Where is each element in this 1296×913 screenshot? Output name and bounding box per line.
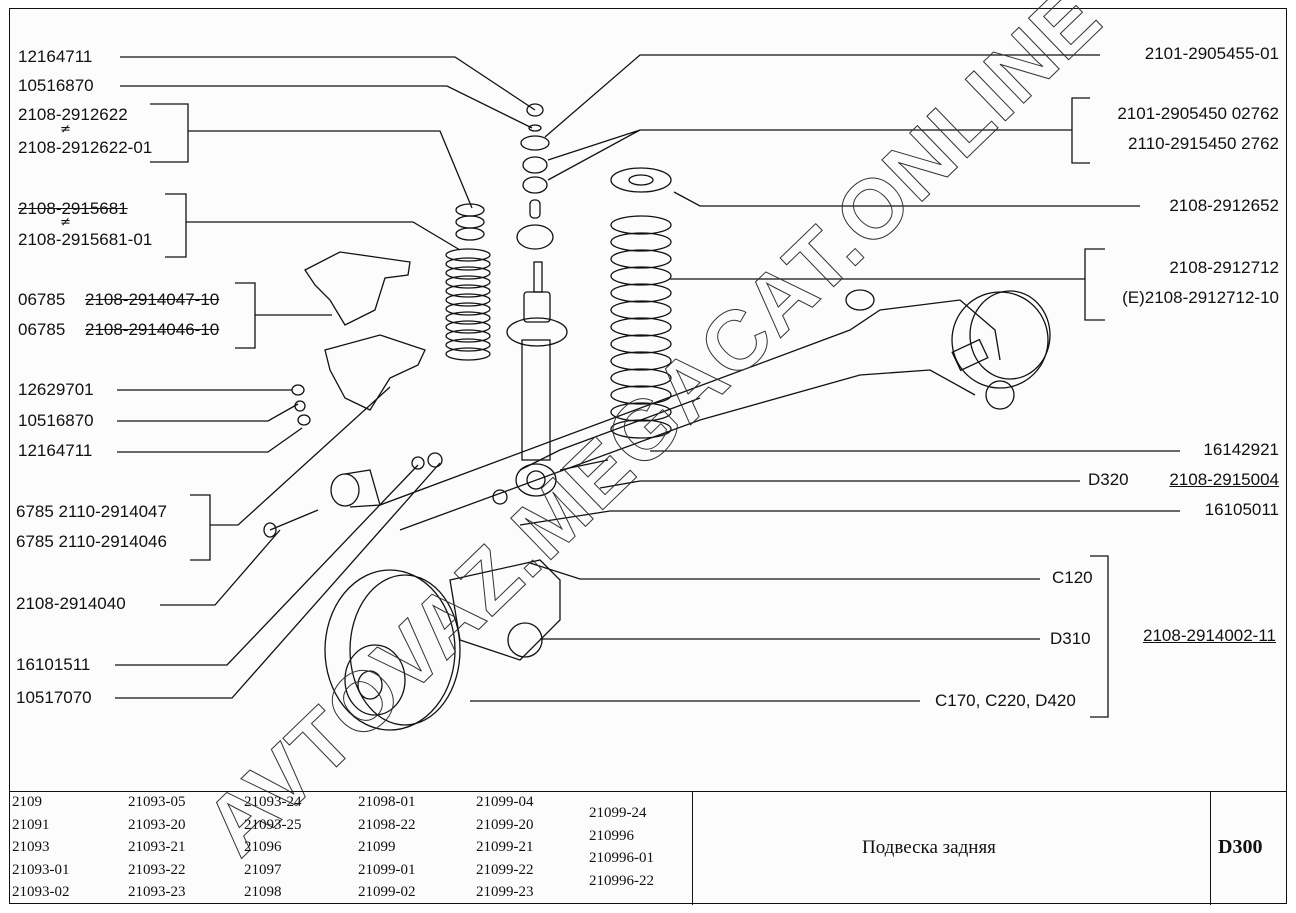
leader-washer-low (115, 462, 441, 699)
spring-coil (610, 385, 672, 405)
spring-coil (610, 351, 672, 371)
boot-fold (445, 248, 491, 262)
section-ref: C120 (1052, 568, 1093, 587)
part-label: 2108-2912712 (1169, 258, 1279, 277)
spring-coil (610, 334, 672, 354)
boot-fold (445, 275, 491, 289)
boot-fold (445, 320, 491, 334)
leader-bolt (160, 529, 281, 606)
title-block-divider (692, 792, 693, 905)
diagram-title: Подвеска задняя (862, 837, 996, 858)
mount-bracket-part (263, 251, 609, 538)
bracket-mount2 (190, 386, 391, 561)
rear-beam-part (330, 289, 1051, 661)
bracket-spring (670, 248, 1105, 321)
boot-fold (445, 311, 491, 325)
part-label: 16142921 (1203, 440, 1279, 459)
spring-coil (610, 266, 672, 286)
part-label-assembly: 2108-2914002-11 (1143, 626, 1276, 645)
leader-washer-mid2 (117, 403, 299, 422)
part-label-assembly: 2108-2915004 (1169, 470, 1279, 489)
boot-fold (445, 329, 491, 343)
coil-spring-part (610, 167, 672, 439)
boot-fold (445, 338, 491, 352)
drawing-sheet (9, 8, 1287, 904)
part-label: 2101-2905455-01 (1144, 44, 1279, 63)
leader-nut-top (120, 56, 536, 111)
spring-coil (610, 215, 672, 235)
part-label-prefix: 06785 (18, 290, 66, 309)
section-ref: C170, C220, D420 (935, 691, 1076, 710)
diagram-code: D300 (1218, 836, 1263, 858)
not-equal-symbol: ≠ (60, 215, 71, 230)
brake-drum-part (324, 569, 461, 731)
part-label-superseded: 2108-2914047-10 (85, 290, 220, 309)
part-label-superseded: 2108-2915681 (18, 199, 128, 218)
section-ref: D310 (1050, 629, 1091, 648)
leader-nut-mid (117, 427, 303, 453)
title-block-divider (1210, 792, 1211, 905)
part-label: 2108-2912622-01 (18, 138, 153, 157)
spring-coil (610, 368, 672, 388)
boot-fold (445, 293, 491, 307)
buffer-boot-part (445, 203, 491, 361)
cushion-stack-part (516, 103, 554, 250)
title-block (9, 791, 1287, 905)
part-label: 12164711 (18, 47, 93, 66)
leader-nut-r (519, 510, 1180, 526)
part-label: 10516870 (18, 76, 94, 95)
spring-coil (610, 402, 672, 422)
part-label-prefix: 06785 (18, 320, 66, 339)
leader-shock (599, 480, 1080, 489)
spring-coil (610, 300, 672, 320)
part-label: 16101511 (16, 655, 91, 674)
bracket-pad (547, 97, 1090, 181)
part-label: 6785 2110-2914047 (16, 502, 167, 521)
bracket-boot (165, 193, 461, 258)
spring-coil (610, 283, 672, 303)
spring-coil (610, 419, 672, 439)
part-label: 2110-2915450 2762 (1128, 134, 1279, 153)
spring-coil (610, 317, 672, 337)
bracket-mount (235, 282, 332, 349)
part-label: 16105011 (1204, 500, 1279, 519)
part-label: 12629701 (18, 380, 94, 399)
boot-fold (445, 302, 491, 316)
not-equal-symbol: ≠ (60, 122, 71, 137)
leader-c120 (529, 562, 1040, 580)
boot-fold (445, 347, 491, 361)
part-label: 2108-2912652 (1169, 196, 1279, 215)
part-label: 12164711 (18, 441, 93, 460)
boot-fold (445, 284, 491, 298)
part-label: 6785 2110-2914046 (16, 532, 167, 551)
part-label: (E)2108-2912712-10 (1122, 288, 1279, 307)
bracket-buffer (150, 103, 473, 209)
leader-washer-top (120, 85, 533, 129)
bracket-beam (1090, 555, 1109, 718)
part-label-prefix: D320 (1088, 470, 1129, 489)
spring-coil (610, 232, 672, 252)
spring-coil (610, 249, 672, 269)
leader-nut-low (115, 464, 419, 666)
leader-spring-seat (673, 191, 1140, 207)
part-label: 2108-2915681-01 (18, 230, 153, 249)
part-label: 2101-2905450 02762 (1117, 104, 1279, 123)
boot-fold (445, 257, 491, 271)
boot-fold (445, 266, 491, 280)
part-label: 2108-2912622 (18, 105, 128, 124)
part-label-superseded: 2108-2914046-10 (85, 320, 220, 339)
part-label: 10517070 (16, 688, 92, 707)
leader-cushion (544, 54, 1100, 138)
part-label: 2108-2914040 (16, 594, 126, 613)
part-label: 10516870 (18, 411, 94, 430)
shock-absorber-part (506, 261, 568, 497)
